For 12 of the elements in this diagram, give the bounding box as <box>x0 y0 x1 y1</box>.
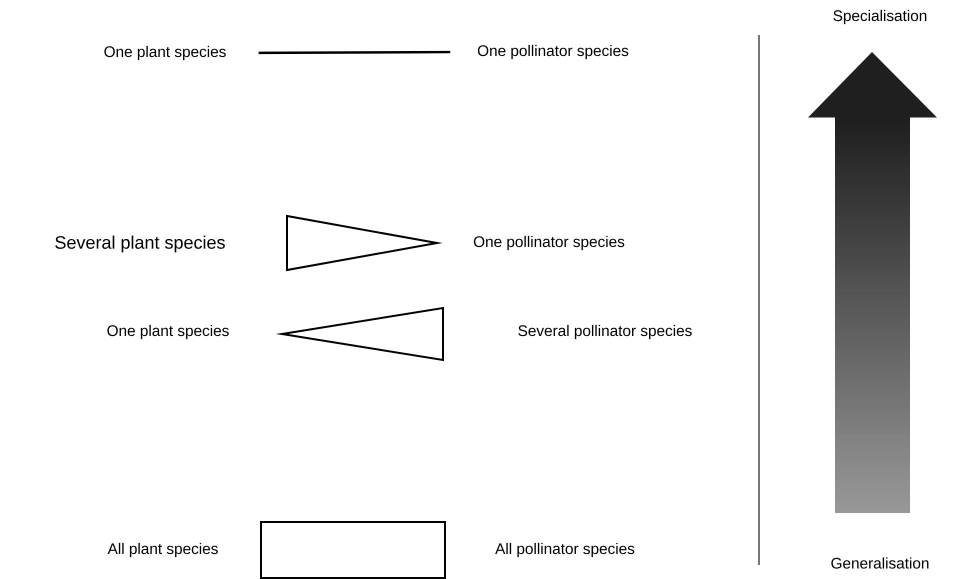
species-label: One plant species <box>107 324 229 340</box>
connecting-line <box>258 50 450 54</box>
species-label: All pollinator species <box>495 542 634 558</box>
species-label: One pollinator species <box>474 236 624 250</box>
species-label: Several pollinator species <box>518 324 692 340</box>
rectangle <box>260 521 446 579</box>
species-label: One pollinator species <box>478 44 628 60</box>
scale-label: Generalisation <box>831 557 928 569</box>
scale-label: Specialisation <box>833 10 926 24</box>
species-label: Several plant species <box>55 236 225 252</box>
species-label: One plant species <box>104 46 226 60</box>
species-label: All plant species <box>108 542 218 558</box>
